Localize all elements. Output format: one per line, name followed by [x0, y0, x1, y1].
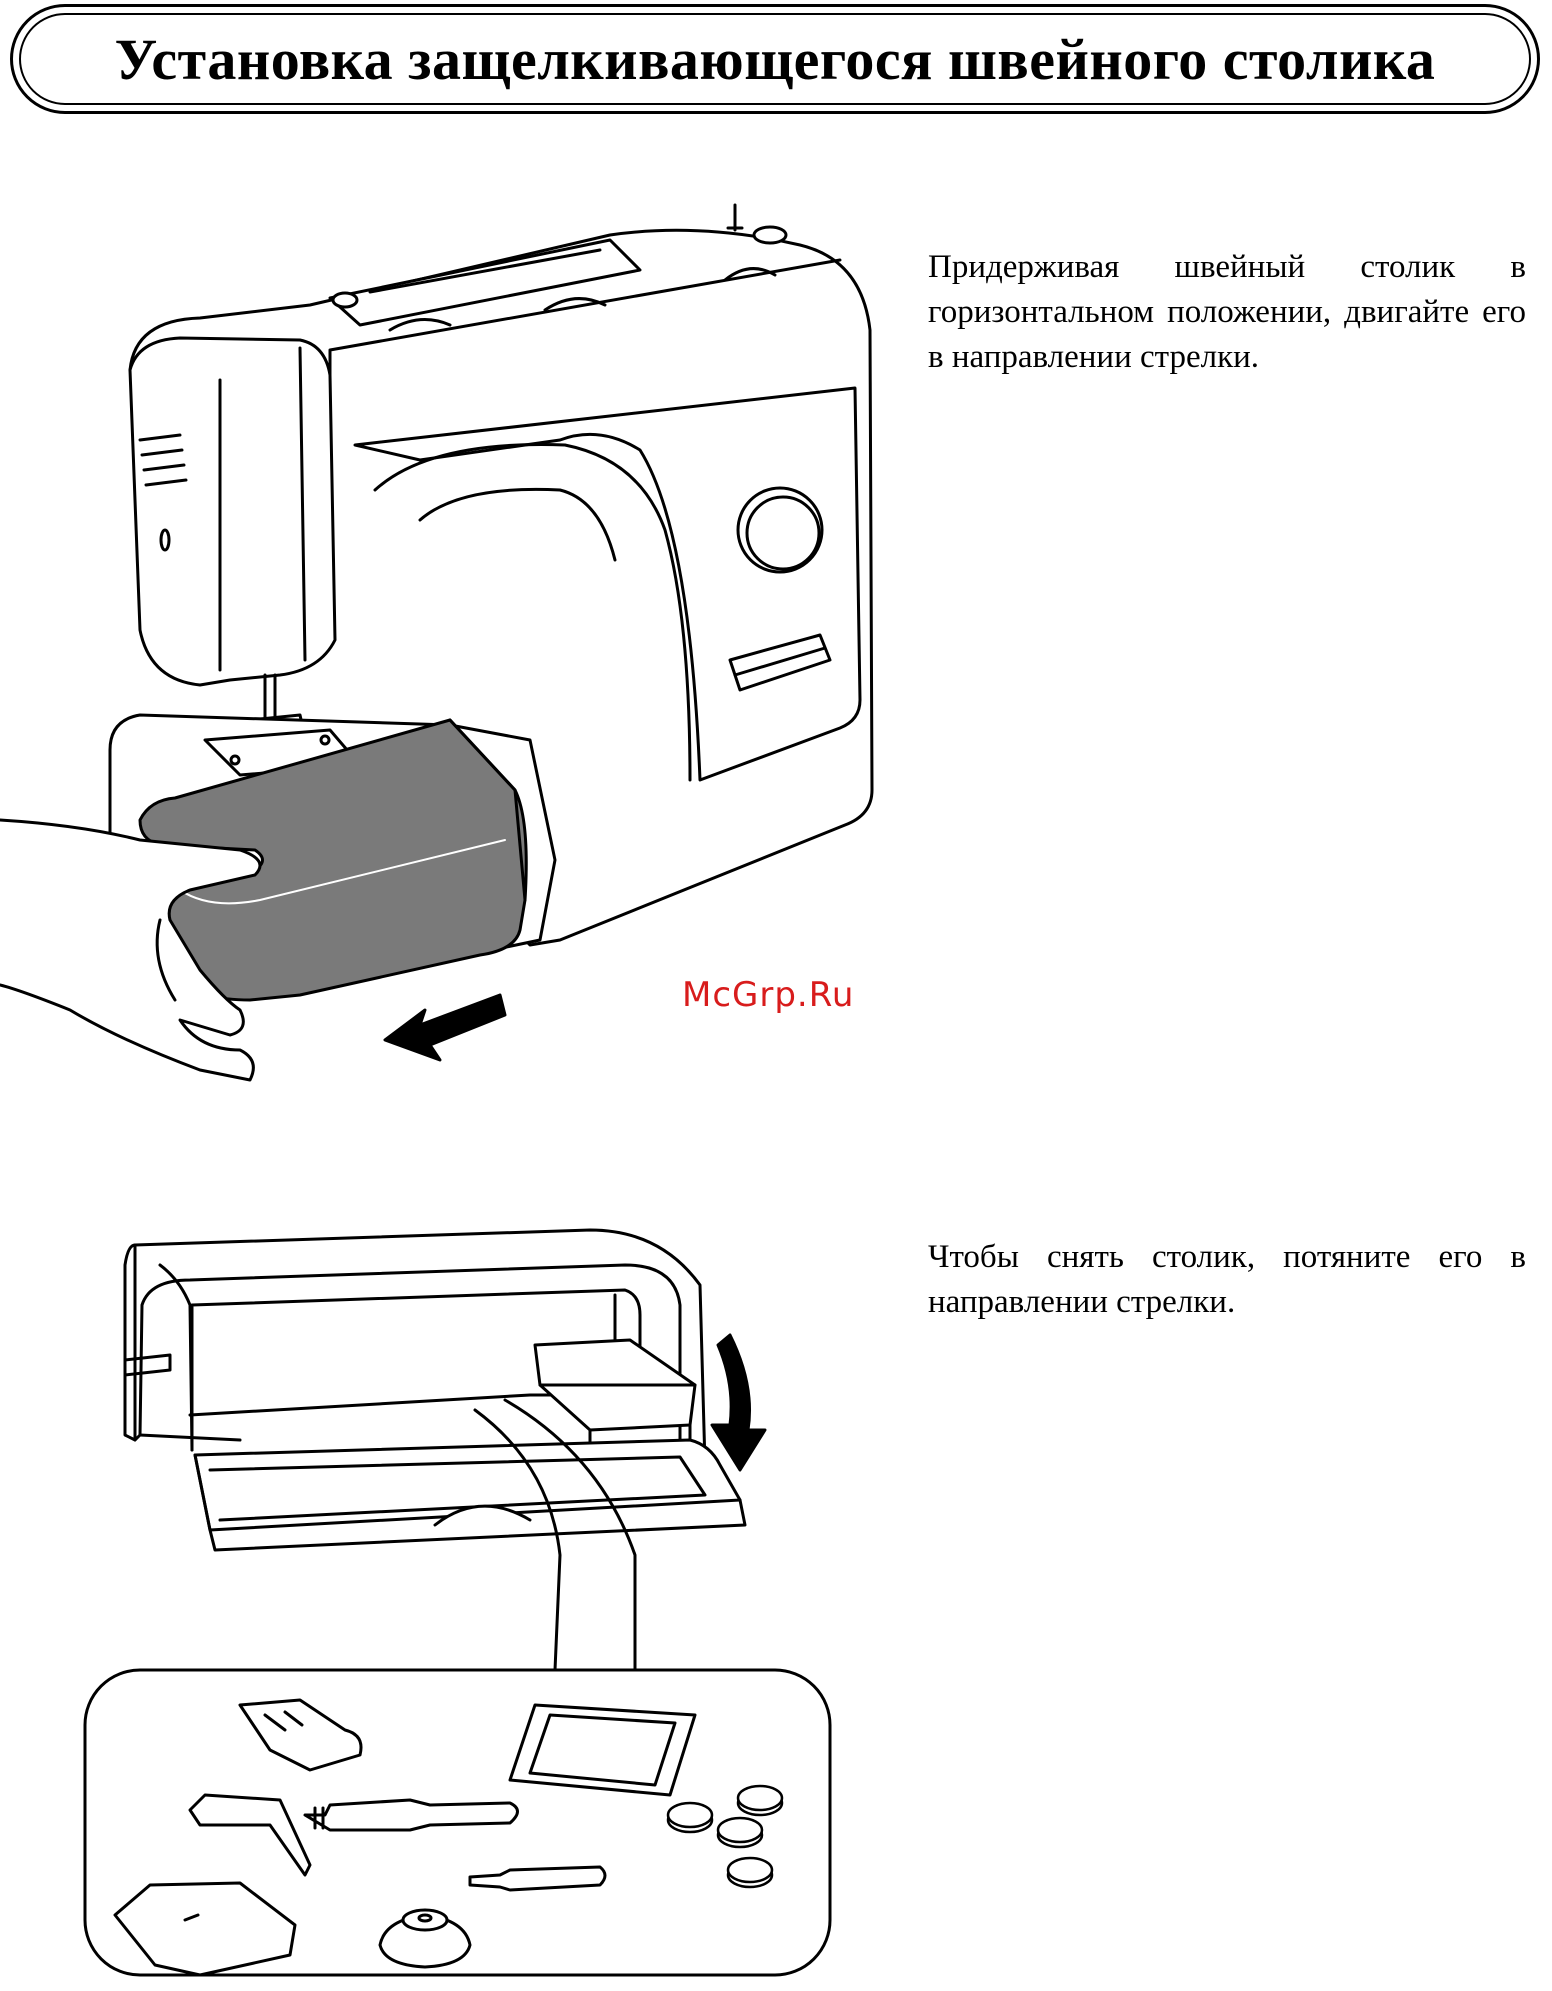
remove-table-illustration [80, 1225, 840, 1985]
direction-arrow-left [385, 995, 505, 1060]
bobbin-winder [754, 227, 786, 243]
title-frame: Установка защелкивающегося швейного стол… [10, 4, 1540, 114]
attach-instruction: Придерживая швейный столик в горизонталь… [928, 245, 1526, 380]
direction-arrow-down [712, 1335, 765, 1470]
remove-instruction: Чтобы снять столик, потяните его в напра… [928, 1235, 1526, 1325]
page-title: Установка защелкивающегося швейного стол… [13, 7, 1537, 111]
attach-table-illustration [0, 200, 890, 1100]
watermark-text: McGrp.Ru [682, 975, 854, 1015]
